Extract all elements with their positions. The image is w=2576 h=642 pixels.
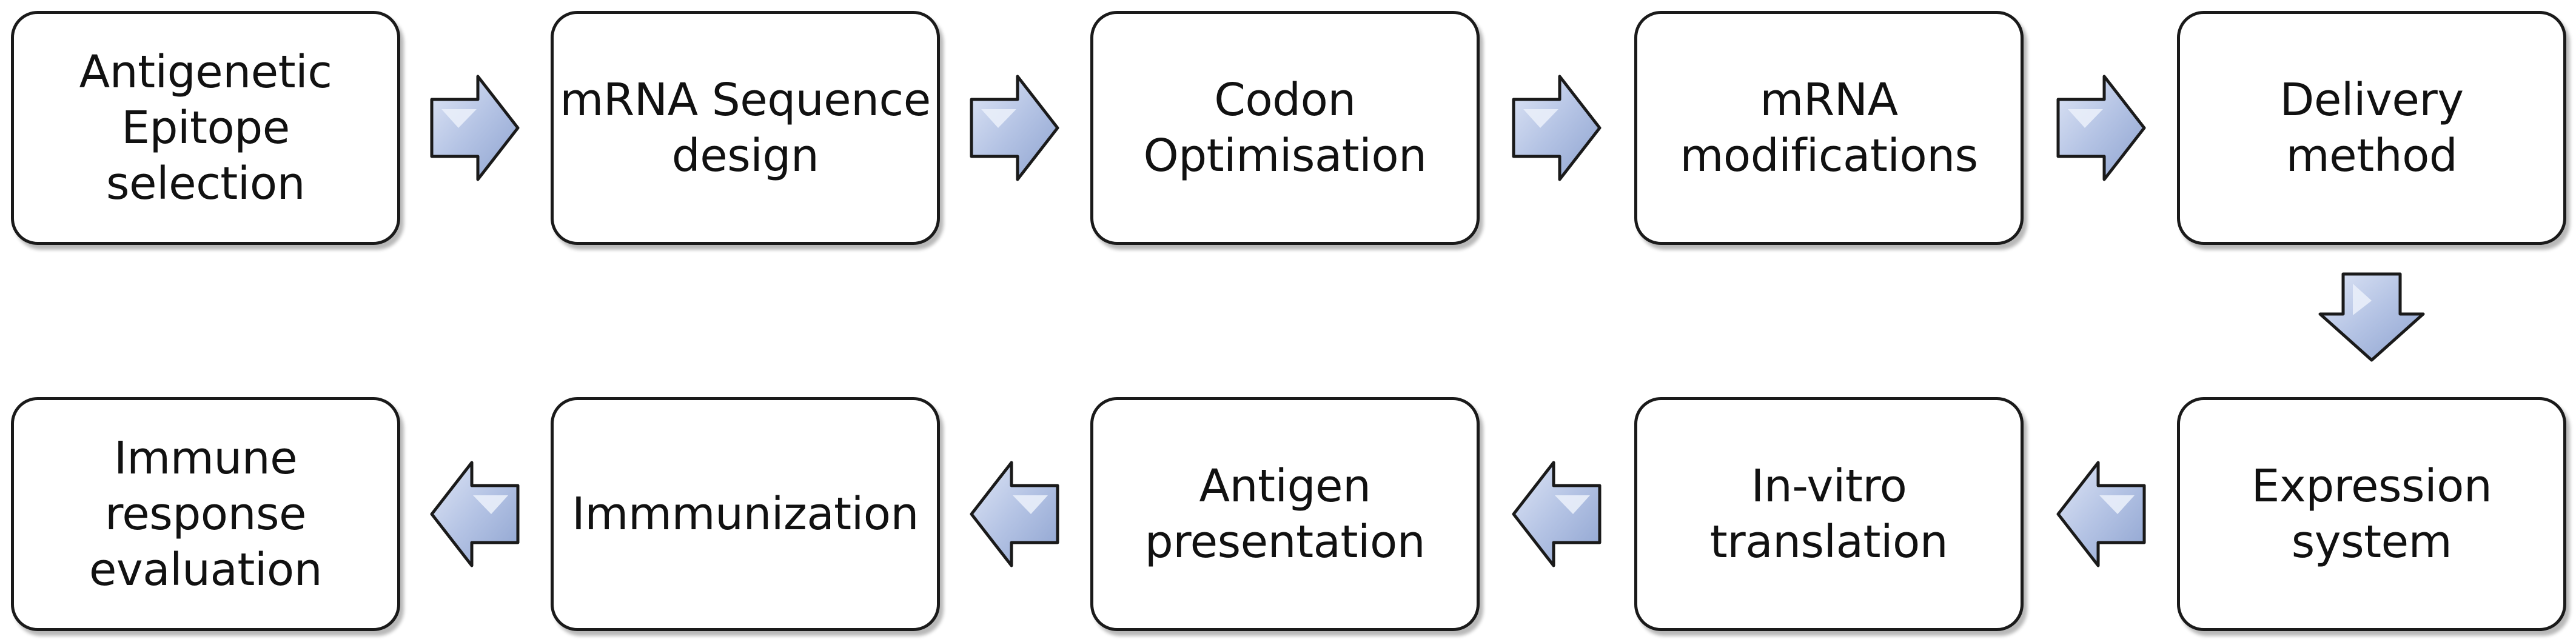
arrow-left-icon: [1512, 461, 1602, 567]
step-label: Delivery method: [2279, 74, 2464, 182]
arrow-right-icon: [1512, 75, 1602, 181]
step-box-antigenetic-epitope-selection: Antigenetic Epitope selection: [11, 11, 400, 245]
step-label: Antigen presentation: [1144, 460, 1426, 568]
step-label: Codon Optimisation: [1143, 74, 1427, 182]
step-label: Immune response evaluation: [89, 432, 323, 596]
step-label: Expression system: [2251, 460, 2492, 568]
arrow-left-icon: [2056, 461, 2146, 567]
step-box-codon-optimisation: Codon Optimisation: [1090, 11, 1480, 245]
arrow-left-icon: [970, 461, 1059, 567]
arrow-right-icon: [2056, 75, 2146, 181]
step-box-antigen-presentation: Antigen presentation: [1090, 397, 1480, 631]
arrow-down-icon: [2318, 272, 2425, 362]
step-box-mrna-modifications: mRNA modifications: [1634, 11, 2024, 245]
step-label: Antigenetic Epitope selection: [79, 46, 332, 210]
step-box-delivery-method: Delivery method: [2177, 11, 2566, 245]
step-box-expression-system: Expression system: [2177, 397, 2566, 631]
step-box-in-vitro-translation: In-vitro translation: [1634, 397, 2024, 631]
step-label: Immmunization: [572, 488, 919, 540]
step-box-mrna-sequence-design: mRNA Sequence design: [551, 11, 940, 245]
step-label: In-vitro translation: [1709, 460, 1948, 568]
step-box-immune-response-evaluation: Immune response evaluation: [11, 397, 400, 631]
step-label: mRNA Sequence design: [560, 74, 931, 182]
arrow-right-icon: [970, 75, 1059, 181]
arrow-right-icon: [430, 75, 520, 181]
arrow-left-icon: [430, 461, 520, 567]
step-label: mRNA modifications: [1680, 74, 1978, 182]
step-box-immunization: Immmunization: [551, 397, 940, 631]
